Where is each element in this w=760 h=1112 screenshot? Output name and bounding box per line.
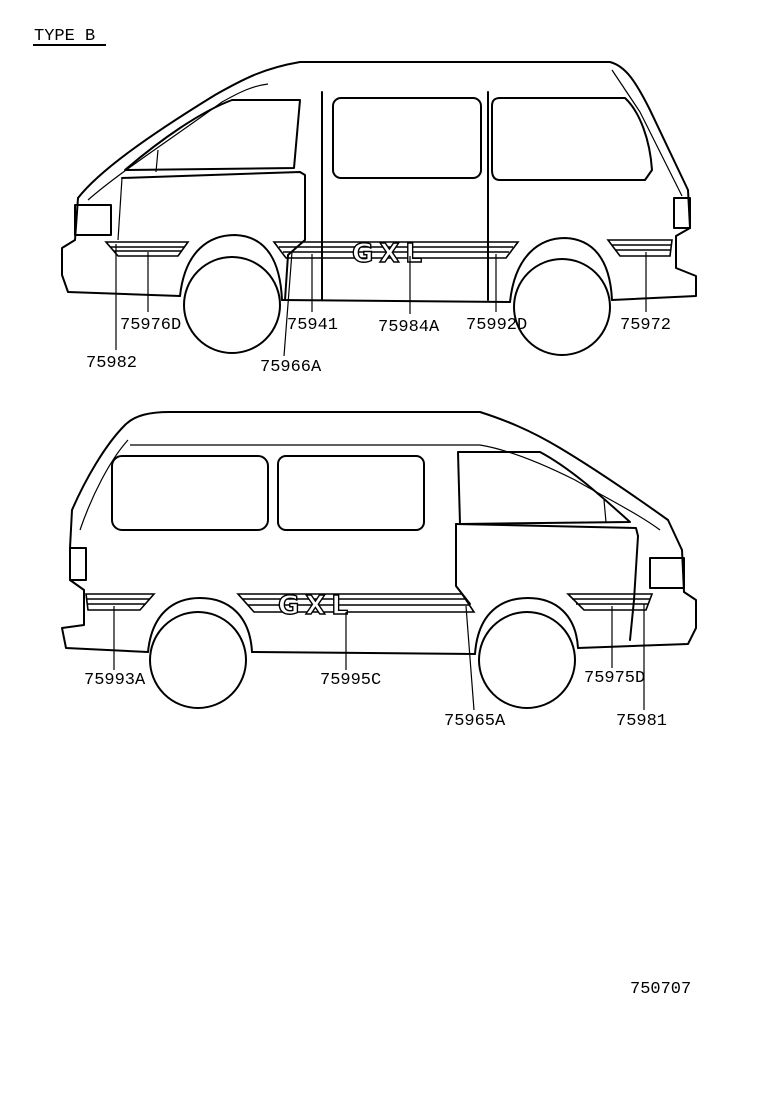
upper-van-vent bbox=[155, 149, 159, 173]
lower-van-front-door bbox=[455, 523, 639, 641]
upper-van-rear-wheel bbox=[513, 258, 611, 356]
lower-van-roof-inner bbox=[79, 439, 661, 531]
upper-van-middle-window bbox=[332, 97, 482, 179]
lower-van-vent bbox=[603, 499, 607, 523]
lower-van-rear-window bbox=[111, 455, 269, 531]
upper-van-front-window bbox=[124, 99, 301, 171]
lower-van-door-edge bbox=[455, 523, 471, 605]
lower-van-front-window bbox=[457, 451, 631, 525]
part-label-75982: 75982 bbox=[86, 354, 137, 373]
upper-van-gxl-badge: GXL bbox=[352, 239, 428, 269]
upper-van-rear-arch bbox=[509, 237, 613, 303]
figure-number: 750707 bbox=[630, 980, 691, 999]
lower-van-drawing: GXL bbox=[61, 411, 697, 709]
lower-van-stripe-front bbox=[566, 593, 654, 611]
lower-van-rear-wheel bbox=[149, 611, 247, 709]
upper-van-drawing: GXL bbox=[61, 61, 697, 356]
part-label-75966a: 75966A bbox=[260, 358, 322, 377]
upper-van-stripe-front bbox=[104, 241, 190, 257]
upper-van-front-door bbox=[121, 171, 306, 301]
part-label-75975d: 75975D bbox=[584, 669, 645, 688]
lower-van-middle-window bbox=[277, 455, 425, 531]
lower-van-roof bbox=[69, 411, 683, 551]
lower-van-headlight bbox=[649, 557, 685, 589]
part-label-75993a: 75993A bbox=[84, 671, 146, 690]
upper-van-door-edge bbox=[117, 177, 123, 241]
lower-van-rocker bbox=[251, 651, 476, 655]
upper-van-headlight bbox=[74, 204, 112, 236]
part-label-75995c: 75995C bbox=[320, 671, 381, 690]
diagram-title: TYPE B bbox=[34, 27, 95, 46]
part-label-75984a: 75984A bbox=[378, 318, 440, 337]
lower-van-front-wheel bbox=[478, 611, 576, 709]
part-label-75965a: 75965A bbox=[444, 712, 506, 731]
upper-van-rear bbox=[611, 227, 697, 301]
upper-van-stripe-rear bbox=[606, 239, 673, 257]
upper-van-roof bbox=[77, 61, 691, 229]
lower-leader-lines bbox=[113, 604, 645, 711]
lower-van-rear bbox=[61, 547, 149, 653]
part-label-75941: 75941 bbox=[287, 316, 338, 335]
part-label-75972: 75972 bbox=[620, 316, 671, 335]
part-label-75992d: 75992D bbox=[466, 316, 527, 335]
lower-van-stripe-middle bbox=[236, 593, 476, 613]
lower-van-rear-arch bbox=[147, 597, 253, 653]
upper-van-stripe-middle bbox=[272, 241, 520, 259]
part-label-75976d: 75976D bbox=[120, 316, 181, 335]
upper-van-rocker bbox=[281, 299, 511, 303]
upper-leader-lines bbox=[115, 244, 647, 357]
upper-van-roof-inner bbox=[87, 69, 683, 201]
lower-van-taillight bbox=[69, 547, 87, 581]
lower-van-gxl-badge: GXL bbox=[278, 591, 354, 621]
upper-van-front-wheel bbox=[183, 256, 281, 354]
upper-van-taillight bbox=[673, 197, 691, 229]
lower-van-stripe-rear bbox=[85, 593, 156, 611]
upper-van-rear-window bbox=[491, 97, 653, 181]
part-label-75981: 75981 bbox=[616, 712, 667, 731]
upper-van-front-arch bbox=[179, 234, 283, 301]
lower-van-front-arch bbox=[474, 597, 579, 655]
